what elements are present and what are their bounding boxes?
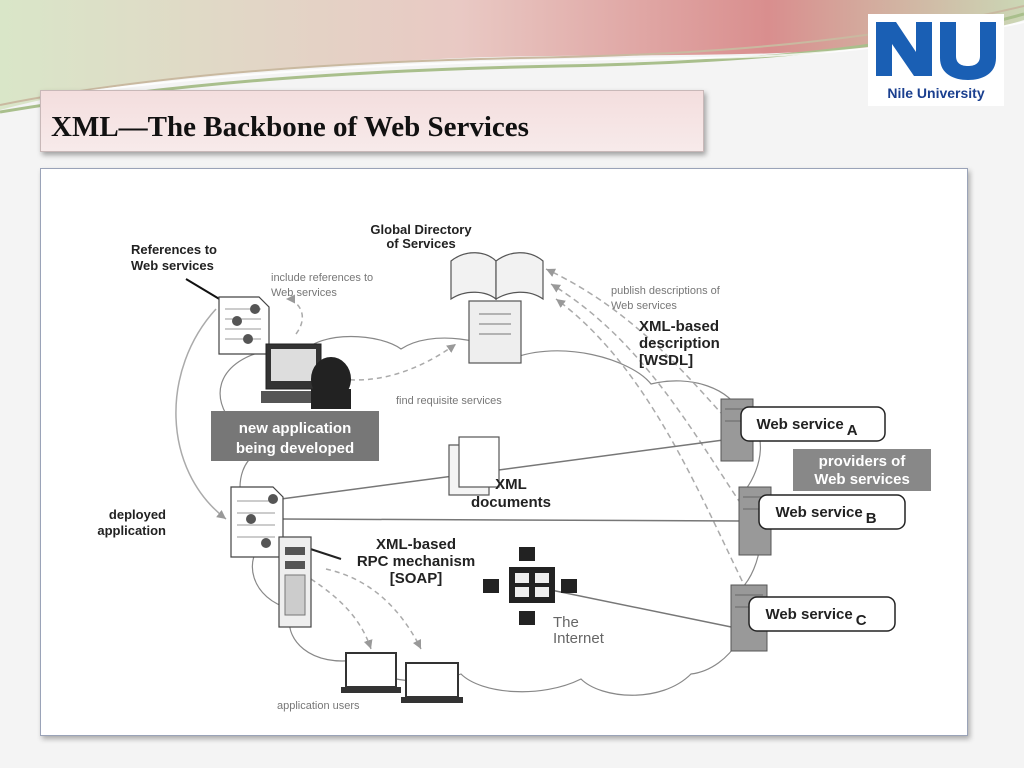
xml-documents-icon <box>448 436 500 496</box>
providers-box <box>793 449 931 491</box>
publish-arrow-3 <box>555 298 752 600</box>
slide-title: XML—The Backbone of Web Services <box>51 111 529 143</box>
publish-arrow-1 <box>545 268 732 425</box>
include-arrow <box>285 294 303 335</box>
publish-arrow-2 <box>550 283 742 505</box>
web-service-subscript: A <box>847 422 858 439</box>
global-directory-icon <box>450 252 544 364</box>
link-service-b <box>280 518 742 522</box>
web-service-subscript: B <box>866 510 877 527</box>
web-service-subscript: C <box>856 612 867 629</box>
find-arrow <box>340 343 457 381</box>
users-arrow-1 <box>310 578 373 650</box>
developer-workstation-icon <box>261 343 351 409</box>
network-cloud <box>219 336 762 696</box>
web-service-b-box <box>758 494 906 530</box>
find-services-label: find requisite services <box>396 395 502 407</box>
users-arrow-2 <box>325 568 422 650</box>
web-service-c-box <box>748 596 896 632</box>
deploy-arrow <box>175 308 227 520</box>
logo-name: Nile University <box>887 85 985 101</box>
link-service-c <box>545 588 742 630</box>
application-users-icon <box>341 652 463 703</box>
web-service-a-box <box>740 406 886 442</box>
nile-university-logo: Nile University <box>868 14 1004 106</box>
deployed-application-icon <box>230 486 312 628</box>
references-document-icon <box>218 296 270 355</box>
internet-hub-icon <box>483 547 577 625</box>
new-application-box <box>211 411 379 461</box>
link-service-a <box>280 438 732 500</box>
application-users-label: application users <box>277 700 360 712</box>
title-box: XML—The Backbone of Web Services <box>40 90 704 152</box>
nu-logo-mark <box>876 22 996 80</box>
